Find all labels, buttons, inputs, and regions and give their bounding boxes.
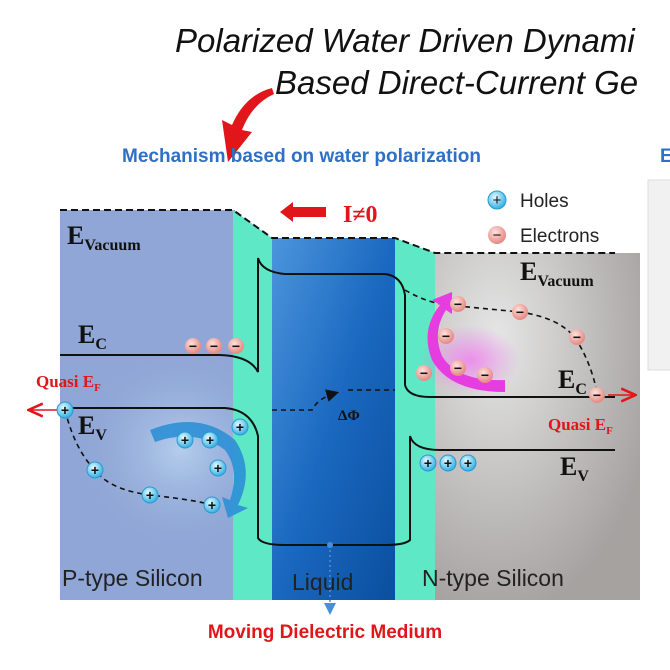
legend-holes-label: Holes xyxy=(520,191,569,212)
hole-icon: + xyxy=(493,192,502,209)
n-region xyxy=(435,253,640,600)
right-teal-layer xyxy=(395,238,435,600)
liquid-fermi-line-left xyxy=(272,389,340,411)
subtitle: Mechanism based on water polarization xyxy=(122,146,481,167)
electron-icon: − xyxy=(493,227,502,244)
p-vacuum-label: EVacuum xyxy=(67,221,141,254)
electron-symbol: − xyxy=(420,365,428,381)
n-region-label: N-type Silicon xyxy=(422,565,564,591)
liquid-region xyxy=(272,238,395,600)
electron-symbol: − xyxy=(593,387,601,403)
electron-symbol: − xyxy=(573,329,581,345)
hole-symbol: + xyxy=(208,497,216,513)
hole-marker xyxy=(231,418,249,436)
svg-text:Quasi EF: Quasi EF xyxy=(548,415,613,437)
electron-symbol: − xyxy=(189,338,197,354)
p-quasi-ef-label: Quasi EF xyxy=(36,372,101,394)
hole-marker xyxy=(209,459,227,477)
hole-marker xyxy=(176,431,194,449)
p-ec-label: EC xyxy=(78,320,107,353)
hole-symbol: + xyxy=(181,432,189,448)
svg-text:EV: EV xyxy=(560,452,589,485)
electron-marker xyxy=(450,296,466,312)
svg-text:Quasi EF: Quasi EF xyxy=(36,372,101,394)
n-vacuum-label: EVacuum xyxy=(520,257,594,290)
hole-marker xyxy=(141,486,159,504)
next-panel-edge xyxy=(647,179,670,371)
hole-marker xyxy=(86,461,104,479)
p-ev-label: EV xyxy=(78,411,107,444)
left-teal-layer xyxy=(233,210,272,600)
delta-phi-label: ΔΦ xyxy=(338,408,360,424)
electron-symbol: − xyxy=(481,367,489,383)
hole-symbol: + xyxy=(61,402,69,418)
svg-text:EV: EV xyxy=(78,411,107,444)
hole-symbol: + xyxy=(91,462,99,478)
title-line-2: Based Direct-Current Ge xyxy=(275,64,638,101)
electron-marker xyxy=(477,367,493,383)
electron-symbol: − xyxy=(210,338,218,354)
next-panel-letter: E xyxy=(660,146,670,167)
hole-symbol: + xyxy=(444,455,452,471)
hole-symbol: + xyxy=(464,455,472,471)
electron-marker xyxy=(450,360,466,376)
electron-marker xyxy=(569,329,585,345)
valence-band-line xyxy=(60,407,615,546)
hole-symbol: + xyxy=(206,432,214,448)
p-quasi-fermi-line xyxy=(64,409,213,506)
hole-marker xyxy=(439,454,457,472)
n-quasi-ef-label: Quasi EF xyxy=(548,415,613,437)
hole-marker xyxy=(203,496,221,514)
electron-marker xyxy=(416,365,432,381)
electron-marker xyxy=(206,338,222,354)
electron-marker xyxy=(228,338,244,354)
hole-symbol: + xyxy=(424,455,432,471)
electron-marker xyxy=(438,328,454,344)
hole-flow-arrow-icon xyxy=(150,422,248,518)
hole-marker xyxy=(56,401,74,419)
electron-symbol: − xyxy=(442,328,450,344)
legend-electrons: − Electrons xyxy=(488,226,599,247)
n-quasi-fermi-line xyxy=(404,289,598,393)
hole-symbol: + xyxy=(146,487,154,503)
liquid-label: Liquid xyxy=(292,569,353,595)
legend-holes: + Holes xyxy=(487,190,569,212)
hole-symbol: + xyxy=(214,460,222,476)
carriers: +++++++++++−−−−−−−−−−− xyxy=(56,296,605,514)
electron-marker xyxy=(589,387,605,403)
current-direction-arrow-icon xyxy=(280,202,326,222)
hole-marker xyxy=(419,454,437,472)
svg-text:EVacuum: EVacuum xyxy=(67,221,141,254)
n-ec-label: EC xyxy=(558,365,587,398)
svg-text:EC: EC xyxy=(78,320,107,353)
current-label: I≠0 xyxy=(343,202,378,228)
electron-symbol: − xyxy=(454,360,462,376)
n-ev-label: EV xyxy=(560,452,589,485)
p-region-label: P-type Silicon xyxy=(62,565,203,591)
vacuum-level-line xyxy=(60,209,615,254)
electron-symbol: − xyxy=(516,304,524,320)
bottom-label: Moving Dielectric Medium xyxy=(208,622,442,643)
svg-text:EVacuum: EVacuum xyxy=(520,257,594,290)
conduction-band-line xyxy=(60,257,615,398)
electron-symbol: − xyxy=(454,296,462,312)
title-line-1: Polarized Water Driven Dynami xyxy=(175,22,636,59)
electron-symbol: − xyxy=(232,338,240,354)
svg-text:EC: EC xyxy=(558,365,587,398)
electron-flow-arrow-icon xyxy=(427,292,505,392)
hole-symbol: + xyxy=(236,419,244,435)
hole-marker xyxy=(201,431,219,449)
red-curved-arrow-icon xyxy=(222,88,274,162)
legend-electrons-label: Electrons xyxy=(520,226,599,247)
electron-marker xyxy=(185,338,201,354)
electron-marker xyxy=(512,304,528,320)
hole-marker xyxy=(459,454,477,472)
medium-pointer-dot xyxy=(327,542,333,548)
